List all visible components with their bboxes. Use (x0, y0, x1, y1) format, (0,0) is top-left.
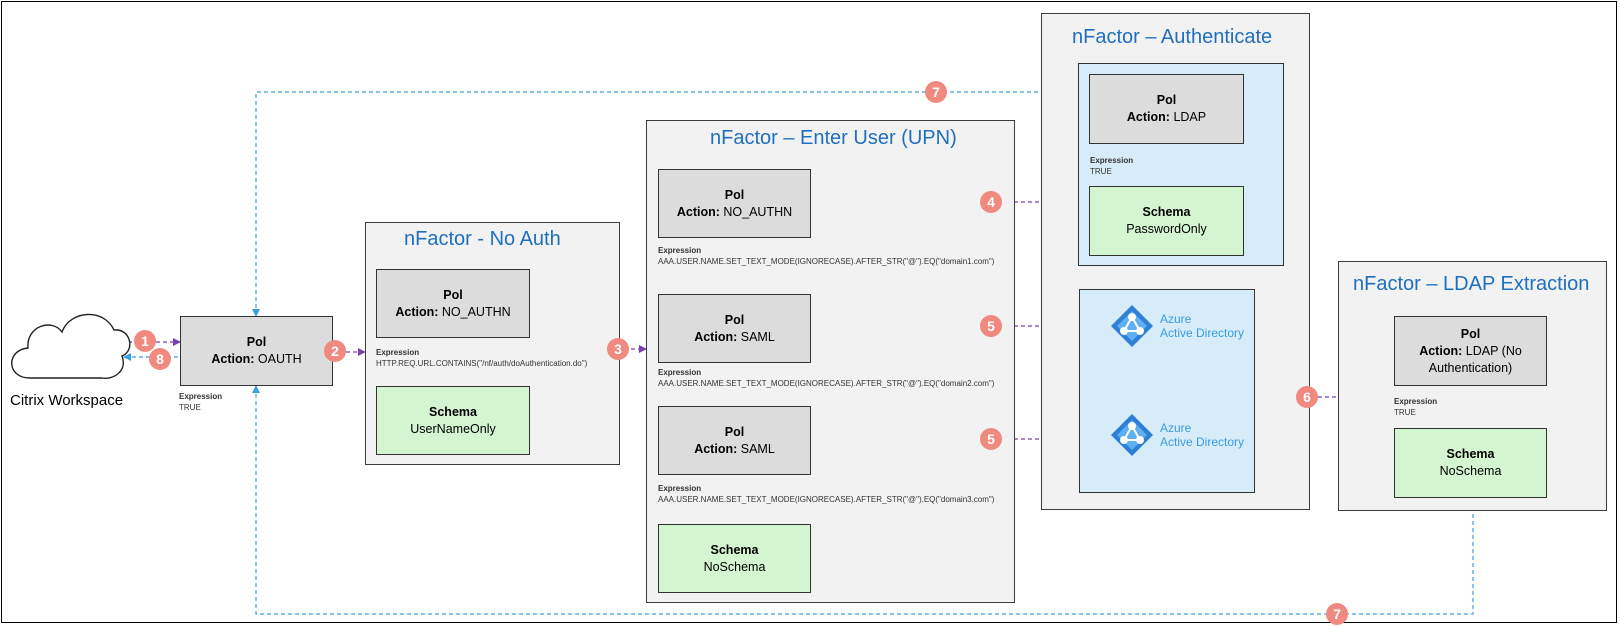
authenticate-policy-box: Pol Action: LDAP (1089, 74, 1244, 144)
panel-ldap-extraction-title: nFactor – LDAP Extraction (1353, 273, 1590, 295)
oauth-expression: Expression TRUE (179, 392, 223, 412)
step-badge-7-bottom: 7 (1326, 603, 1348, 625)
oauth-policy-box: Pol Action: OAUTH (180, 316, 333, 386)
pol-title: Pol (246, 335, 267, 349)
step-badge-8: 8 (149, 348, 171, 370)
azure-line2: Active Directory (1160, 435, 1245, 449)
cloud-icon (11, 313, 131, 379)
step-badge-3: 3 (607, 338, 629, 360)
step-badge-7-top: 7 (925, 81, 947, 103)
pol-action: Action: OAUTH (211, 352, 302, 366)
ldap-extraction-expression: Expression TRUE (1394, 397, 1438, 417)
step-badge-5a: 5 (980, 315, 1002, 337)
azure-ad-icon (1111, 414, 1153, 456)
panel-enter-user-title: nFactor – Enter User (UPN) (710, 127, 957, 149)
flow-7-bottom-arrow (252, 385, 1474, 615)
azure-ad-icon (1111, 305, 1153, 347)
no-auth-schema-box: Schema UserNameOnly (376, 386, 530, 455)
ldap-extraction-policy-box: Pol Action: LDAP (No Authentication) (1394, 316, 1547, 386)
azure-ad-logo-1: Azure Active Directory (1110, 304, 1244, 348)
enter-user-expression-1: Expression AAA.USER.NAME.SET_TEXT_MODE(I… (658, 246, 995, 266)
azure-line1: Azure (1160, 421, 1192, 435)
enter-user-schema-box: Schema NoSchema (658, 524, 811, 593)
step-badge-4: 4 (980, 191, 1002, 213)
azure-line2: Active Directory (1160, 326, 1245, 340)
enter-user-policy-1: Pol Action: NO_AUTHN (658, 169, 811, 238)
enter-user-expression-3: Expression AAA.USER.NAME.SET_TEXT_MODE(I… (658, 484, 995, 504)
step-badge-6: 6 (1296, 386, 1318, 408)
enter-user-expression-2: Expression AAA.USER.NAME.SET_TEXT_MODE(I… (658, 368, 995, 388)
panel-authenticate-title: nFactor – Authenticate (1072, 26, 1273, 48)
panel-no-auth-title: nFactor - No Auth (404, 228, 561, 250)
step-badge-5b: 5 (980, 428, 1002, 450)
no-auth-policy-box: Pol Action: NO_AUTHN (376, 269, 530, 338)
step-badge-2: 2 (324, 340, 346, 362)
enter-user-policy-3: Pol Action: SAML (658, 406, 811, 475)
azure-ad-logo-2: Azure Active Directory (1110, 413, 1244, 457)
no-auth-expression: Expression HTTP.REQ.URL.CONTAINS("/nf/au… (376, 348, 588, 368)
step-badge-1: 1 (134, 330, 156, 352)
authenticate-schema-box: Schema PasswordOnly (1089, 186, 1244, 256)
client-label: Citrix Workspace (10, 392, 124, 409)
enter-user-policy-2: Pol Action: SAML (658, 294, 811, 363)
flow-7-top-arrow (252, 91, 1080, 317)
authenticate-azure-group (1079, 289, 1255, 493)
azure-line1: Azure (1160, 312, 1192, 326)
ldap-extraction-schema-box: Schema NoSchema (1394, 428, 1547, 498)
authenticate-expression: Expression TRUE (1090, 156, 1134, 176)
